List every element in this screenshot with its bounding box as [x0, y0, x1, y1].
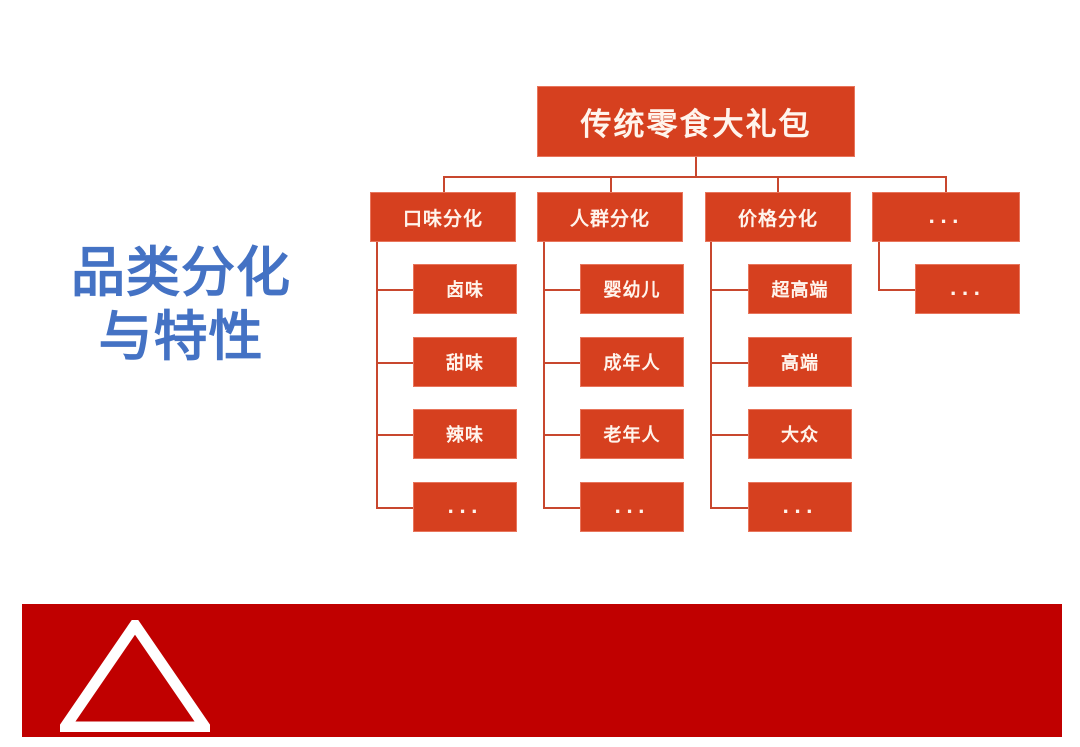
page-title: 品类分化 与特性 [71, 241, 291, 368]
node-branch-2-child-3[interactable]: 老年人 [580, 409, 684, 459]
org-chart-diagram: 传统零食大礼包 口味分化 人群分化 价格分化 ... 卤味 甜味 辣味 ... … [370, 86, 1020, 532]
node-branch-3-child-4[interactable]: ... [748, 482, 852, 532]
connector-trunk-branch-4 [878, 242, 880, 291]
connector-stub-1-3 [376, 434, 414, 436]
connector-stub-2-4 [543, 507, 581, 509]
connector-stub-3-4 [710, 507, 748, 509]
node-branch-3-child-2[interactable]: 高端 [748, 337, 852, 387]
triangle-outline-icon [60, 620, 210, 732]
connector-stub-1-2 [376, 362, 414, 364]
node-branch-2[interactable]: 人群分化 [537, 192, 683, 242]
connector-drop-branch-3 [777, 176, 779, 193]
connector-trunk-branch-3 [710, 242, 712, 508]
connector-stub-2-1 [543, 289, 581, 291]
node-branch-4-child-1[interactable]: ... [915, 264, 1020, 314]
node-branch-2-child-2[interactable]: 成年人 [580, 337, 684, 387]
connector-stub-3-1 [710, 289, 748, 291]
node-branch-3[interactable]: 价格分化 [705, 192, 851, 242]
node-branch-3-child-3[interactable]: 大众 [748, 409, 852, 459]
node-branch-1-child-3[interactable]: 辣味 [413, 409, 517, 459]
footer-banner [22, 604, 1062, 737]
connector-trunk-branch-2 [543, 242, 545, 508]
connector-stub-4-1 [878, 289, 916, 291]
node-root[interactable]: 传统零食大礼包 [537, 86, 855, 157]
connector-drop-branch-1 [443, 176, 445, 193]
connector-trunk-branch-1 [376, 242, 378, 508]
connector-drop-branch-4 [945, 176, 947, 193]
connector-root-stem [695, 157, 697, 177]
connector-stub-3-3 [710, 434, 748, 436]
node-branch-1[interactable]: 口味分化 [370, 192, 516, 242]
connector-root-bus [443, 176, 947, 178]
node-branch-1-child-2[interactable]: 甜味 [413, 337, 517, 387]
connector-stub-1-4 [376, 507, 414, 509]
connector-stub-2-3 [543, 434, 581, 436]
node-branch-1-child-4[interactable]: ... [413, 482, 517, 532]
connector-stub-1-1 [376, 289, 414, 291]
connector-stub-3-2 [710, 362, 748, 364]
connector-drop-branch-2 [610, 176, 612, 193]
node-branch-2-child-1[interactable]: 婴幼儿 [580, 264, 684, 314]
node-branch-2-child-4[interactable]: ... [580, 482, 684, 532]
connector-stub-2-2 [543, 362, 581, 364]
node-branch-1-child-1[interactable]: 卤味 [413, 264, 517, 314]
node-branch-3-child-1[interactable]: 超高端 [748, 264, 852, 314]
node-branch-4[interactable]: ... [872, 192, 1020, 242]
